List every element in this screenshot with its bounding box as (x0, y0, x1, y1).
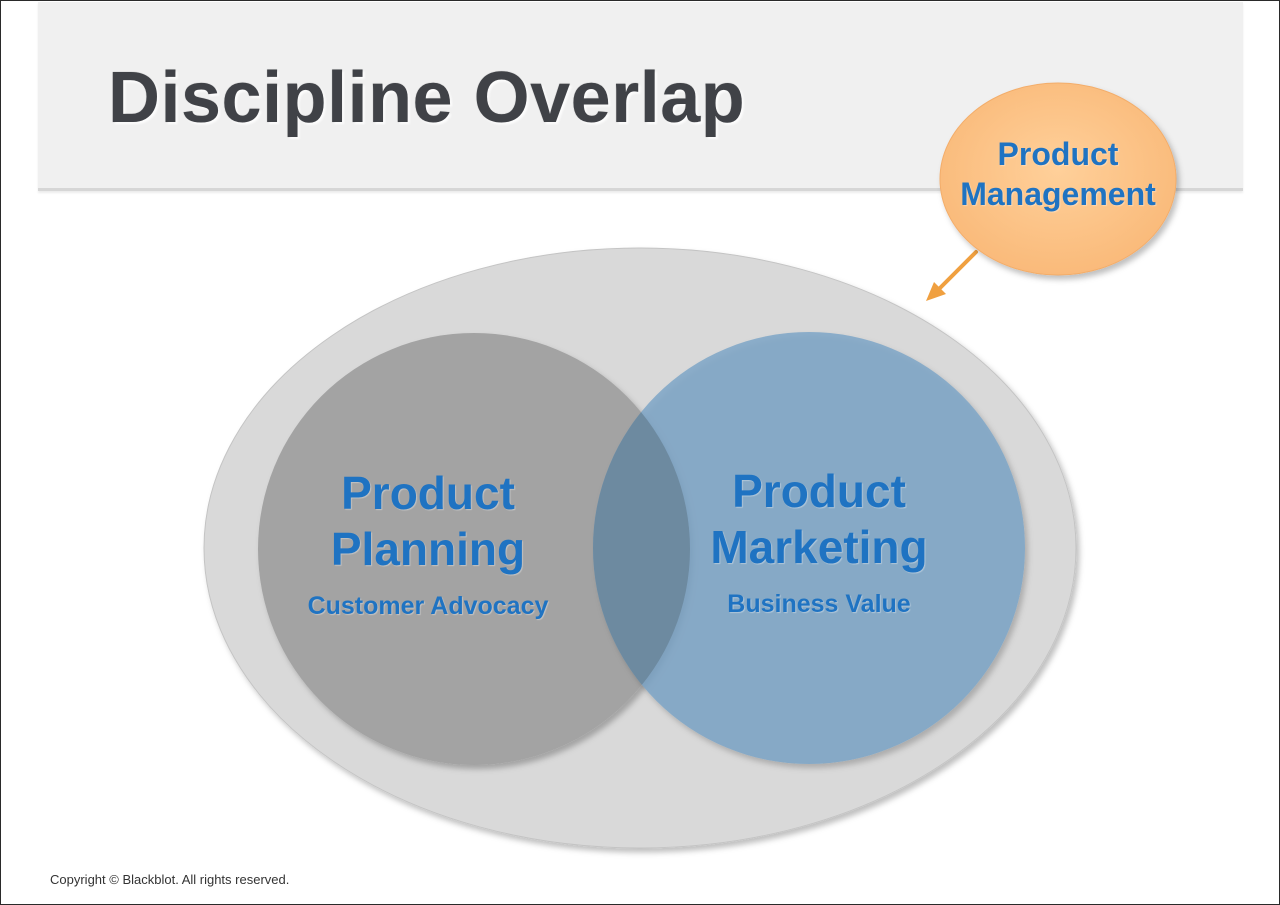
product-management-callout (939, 82, 1177, 276)
marketing-subtitle: Business Value (727, 590, 911, 618)
product-marketing-label: Product Marketing Business Value (679, 463, 959, 619)
callout-arrowhead (926, 282, 946, 301)
marketing-line2: Marketing (710, 521, 928, 573)
planning-line2: Planning (330, 523, 526, 575)
callout-line2: Management (960, 176, 1156, 212)
callout-arrow (936, 250, 978, 292)
planning-subtitle: Customer Advocacy (307, 592, 549, 620)
planning-line1: Product (341, 467, 515, 519)
product-planning-circle (258, 333, 690, 765)
marketing-line1: Product (732, 465, 906, 517)
product-planning-label: Product Planning Customer Advocacy (288, 465, 568, 621)
callout-line1: Product (997, 136, 1119, 172)
callout-label: Product Management (940, 134, 1176, 214)
copyright-notice: Copyright © Blackblot. All rights reserv… (50, 872, 290, 887)
slide-title: Discipline Overlap (108, 58, 746, 138)
product-marketing-circle (593, 332, 1025, 764)
